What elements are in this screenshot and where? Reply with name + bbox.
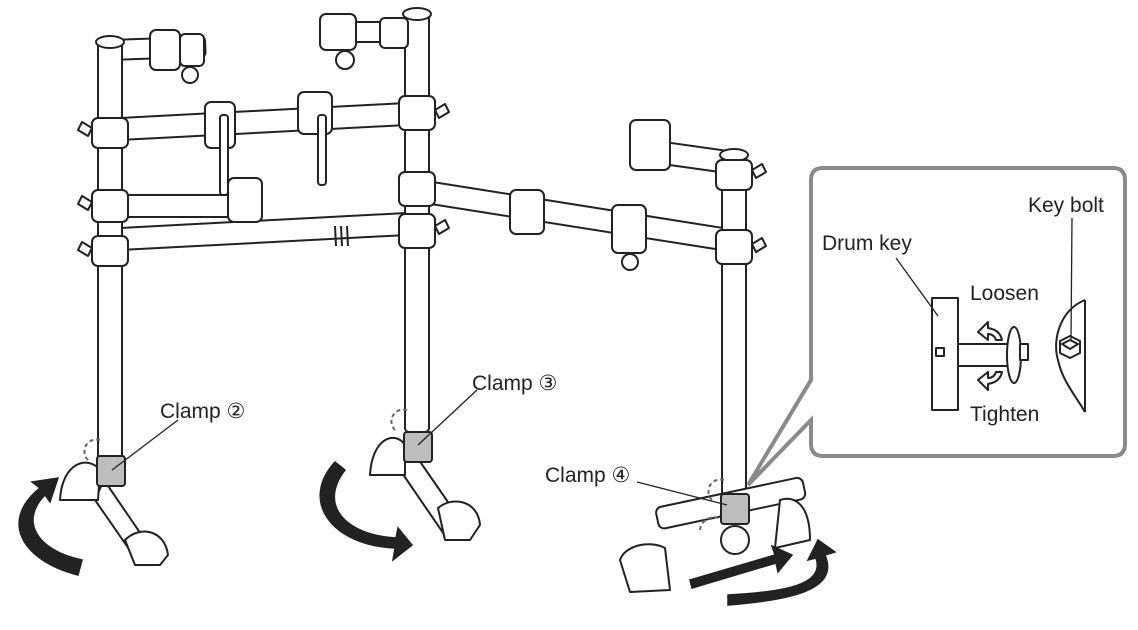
clamp-4-label: Clamp ④ <box>545 464 630 487</box>
key-bolt-label: Key bolt <box>1028 194 1104 217</box>
rotate-arrow-right-icon <box>727 538 837 606</box>
clamp-2-label: Clamp ② <box>160 400 245 423</box>
detail-callout: Key bolt Drum key Loosen Tighten <box>746 166 1127 487</box>
clamp-4-band <box>720 493 750 525</box>
mount-clamps <box>149 13 671 271</box>
loosen-arrow-icon <box>977 321 1003 341</box>
clamp-3-label: Clamp ③ <box>472 372 557 395</box>
push-arrow-icon <box>689 544 794 589</box>
clamp-2-band <box>96 455 126 487</box>
highlighted-clamps <box>83 408 750 555</box>
rotate-arrow-left-icon <box>18 477 83 576</box>
loosen-label: Loosen <box>970 282 1039 305</box>
rotate-arrow-middle-icon <box>319 460 414 562</box>
drum-key-shaft <box>957 343 1015 367</box>
clamp-3-band <box>403 431 433 463</box>
tighten-label: Tighten <box>970 403 1039 426</box>
feet <box>59 436 811 593</box>
post-clamps <box>77 95 767 267</box>
tighten-arrow-icon <box>977 371 1003 391</box>
drum-key-label: Drum key <box>822 232 912 255</box>
